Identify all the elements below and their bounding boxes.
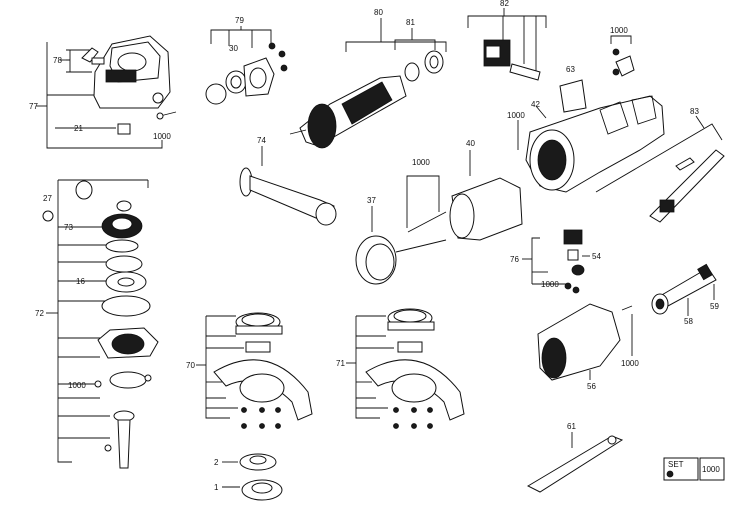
group-76-switch xyxy=(522,229,590,294)
label-30: 30 xyxy=(229,44,238,53)
group-58-59-tube xyxy=(651,263,717,316)
label-78: 78 xyxy=(53,56,62,65)
label-21: 21 xyxy=(74,124,83,133)
label-80: 80 xyxy=(374,8,383,17)
label-73: 73 xyxy=(64,223,73,232)
group-80-armature xyxy=(289,18,447,149)
set-text: SET xyxy=(668,460,684,469)
set-screw-icon xyxy=(666,470,674,478)
group-72-gear-assembly xyxy=(42,179,159,469)
label-81: 81 xyxy=(406,18,415,27)
label-37: 37 xyxy=(367,196,376,205)
label-56: 56 xyxy=(587,382,596,391)
label-77: 77 xyxy=(29,102,38,111)
label-79: 79 xyxy=(235,16,244,25)
part-37-baffle xyxy=(355,206,447,285)
part-74-side-handle xyxy=(239,146,337,226)
label-1000-a: 1000 xyxy=(153,132,171,141)
label-1000-c: 1000 xyxy=(507,111,525,120)
label-54: 54 xyxy=(592,252,601,261)
label-63: 63 xyxy=(566,65,575,74)
group-71-guard xyxy=(346,308,465,429)
part-61-spanner xyxy=(526,432,624,493)
label-1000-e: 1000 xyxy=(68,381,86,390)
label-72: 72 xyxy=(35,309,44,318)
label-83: 83 xyxy=(690,107,699,116)
group-70-guard xyxy=(196,312,313,429)
label-1000-h: 1000 xyxy=(702,465,720,474)
label-1000-d: 1000 xyxy=(412,158,430,167)
label-59: 59 xyxy=(710,302,719,311)
part-56-cover xyxy=(537,303,633,381)
label-42: 42 xyxy=(531,100,540,109)
label-58: 58 xyxy=(684,317,693,326)
label-2: 2 xyxy=(214,458,219,467)
label-1000-b: 1000 xyxy=(610,26,628,35)
label-27: 27 xyxy=(43,194,52,203)
group-77-gear-housing xyxy=(36,35,177,149)
label-71: 71 xyxy=(336,359,345,368)
group-79-bearing-plate xyxy=(205,26,288,105)
label-1000-g: 1000 xyxy=(621,359,639,368)
group-flanges xyxy=(222,453,283,501)
label-74: 74 xyxy=(257,136,266,145)
part-42-motor-housing xyxy=(525,95,665,193)
label-40: 40 xyxy=(466,139,475,148)
label-76: 76 xyxy=(510,255,519,264)
label-1: 1 xyxy=(214,483,219,492)
group-40-field xyxy=(406,150,523,241)
label-16: 16 xyxy=(76,277,85,286)
part-63-sticker xyxy=(559,79,587,113)
group-82-brushes xyxy=(467,8,547,81)
group-1000-switch-screws xyxy=(610,35,635,77)
label-1000-f: 1000 xyxy=(541,280,559,289)
label-82: 82 xyxy=(500,0,509,8)
label-70: 70 xyxy=(186,361,195,370)
label-61: 61 xyxy=(567,422,576,431)
group-83-cord xyxy=(595,115,725,223)
